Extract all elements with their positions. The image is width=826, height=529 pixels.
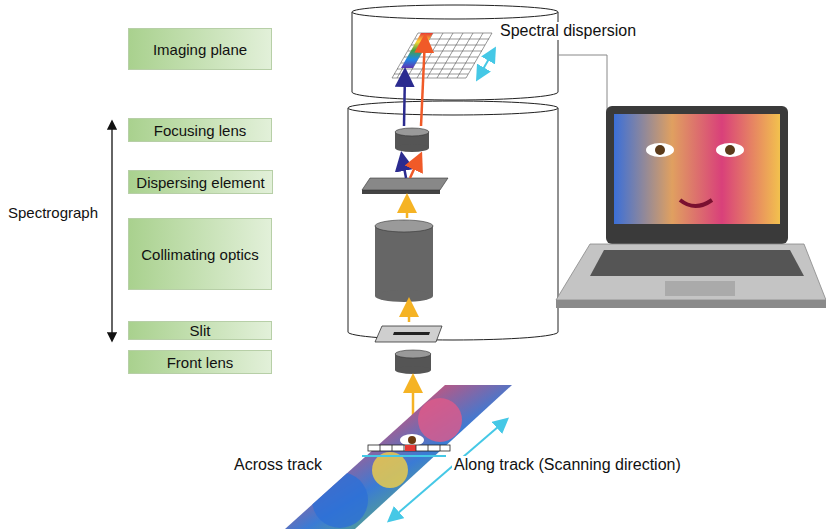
- text-label: Along track (Scanning direction): [452, 456, 683, 474]
- part-box: Slit: [128, 321, 272, 340]
- bracket-arrow: [111, 122, 112, 340]
- focusing-lens: [395, 128, 429, 152]
- part-label: Dispersing element: [132, 174, 268, 191]
- part-label: Imaging plane: [149, 41, 251, 58]
- cable-line: [558, 55, 607, 238]
- collimator: [375, 220, 433, 302]
- dispersion-arrow: [478, 50, 494, 78]
- part-label: Front lens: [163, 354, 238, 371]
- part-label: Slit: [186, 322, 215, 339]
- slit-plate: [375, 326, 442, 342]
- part-box: Imaging plane: [128, 28, 272, 70]
- part-label: Collimating optics: [137, 246, 263, 263]
- scene-strip: [280, 380, 520, 529]
- across-track-pixels: [362, 445, 450, 456]
- part-box: Front lens: [128, 350, 272, 374]
- imaging-housing: [352, 5, 558, 100]
- part-box: Collimating optics: [128, 218, 272, 290]
- text-label: Across track: [232, 456, 324, 474]
- detector-grid: [392, 33, 492, 78]
- part-label: Focusing lens: [150, 122, 251, 139]
- laptop: [556, 106, 826, 308]
- part-box: Dispersing element: [128, 170, 273, 194]
- text-label: Spectral dispersion: [498, 22, 638, 40]
- dispersing-plate: [362, 178, 448, 194]
- text-label: Spectrograph: [6, 204, 100, 221]
- part-box: Focusing lens: [128, 118, 272, 142]
- spectrum-band: [401, 33, 433, 68]
- light-path: [402, 38, 425, 445]
- front-lens: [395, 350, 431, 374]
- spectrograph-housing: [348, 101, 558, 340]
